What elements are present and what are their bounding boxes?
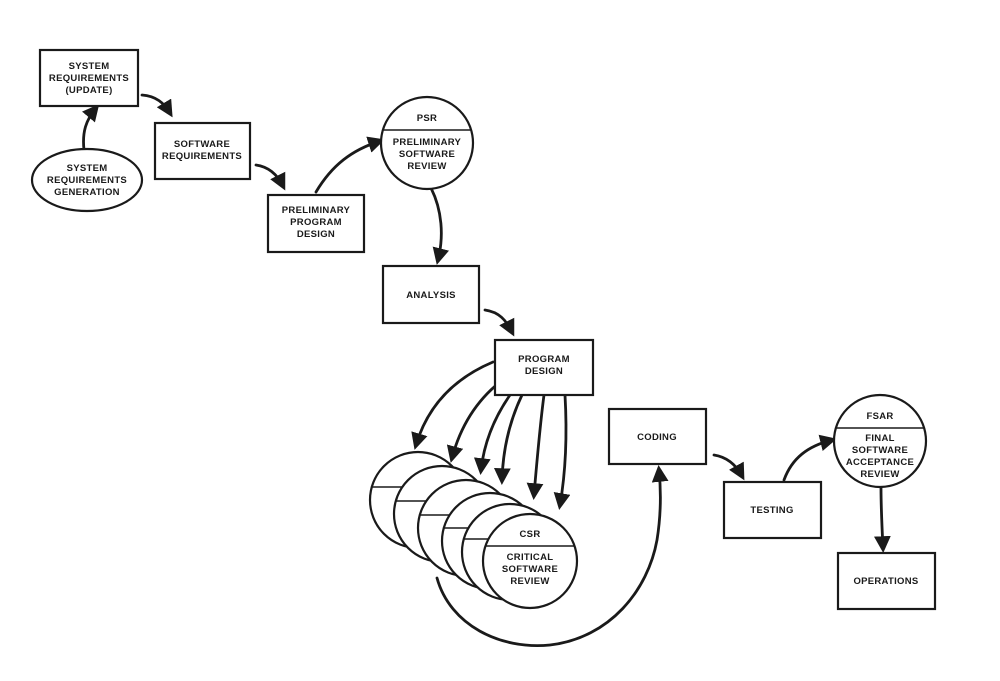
svg-text:GENERATION: GENERATION	[54, 187, 120, 198]
svg-text:SOFTWARE: SOFTWARE	[399, 149, 455, 160]
arrow-program-design-to-review-2	[446, 380, 502, 463]
svg-text:REQUIREMENTS: REQUIREMENTS	[49, 73, 129, 84]
program-design-box: PROGRAM DESIGN	[493, 338, 595, 397]
svg-text:PROGRAM: PROGRAM	[290, 217, 342, 228]
psr-review-circle: PSR PRELIMINARY SOFTWARE REVIEW	[379, 95, 475, 191]
coding-label: CODING	[637, 432, 677, 443]
testing-box: TESTING	[722, 480, 823, 540]
fsar-abbreviation: FSAR	[866, 411, 893, 422]
analysis-box: ANALYSIS	[381, 264, 481, 325]
csr-label: CRITICAL	[507, 552, 554, 563]
analysis-label: ANALYSIS	[406, 290, 456, 301]
arrow-software-requirements-to-preliminary-design	[254, 163, 286, 191]
psr-abbreviation: PSR	[417, 113, 437, 124]
software-requirements-label: SOFTWARE	[174, 139, 230, 150]
svg-text:REQUIREMENTS: REQUIREMENTS	[162, 151, 242, 162]
svg-text:REVIEW: REVIEW	[407, 161, 446, 172]
svg-text:REQUIREMENTS: REQUIREMENTS	[47, 175, 127, 186]
program-design-label: PROGRAM	[518, 354, 570, 365]
review-circle-stack: CSR CRITICAL SOFTWARE REVIEW	[368, 450, 579, 610]
fsar-review-circle: FSAR FINAL SOFTWARE ACCEPTANCE REVIEW	[832, 393, 928, 489]
coding-box: CODING	[607, 407, 708, 466]
svg-text:REVIEW: REVIEW	[510, 576, 549, 587]
arrow-preliminary-design-to-psr	[314, 136, 385, 194]
svg-text:SOFTWARE: SOFTWARE	[852, 445, 908, 456]
testing-label: TESTING	[750, 505, 793, 516]
arrow-generation-to-update	[82, 104, 100, 152]
system-requirements-generation-ellipse: SYSTEM REQUIREMENTS GENERATION	[30, 147, 144, 213]
arrow-update-to-software-requirements	[140, 93, 173, 118]
preliminary-program-design-label: PRELIMINARY	[282, 205, 351, 216]
svg-text:REVIEW: REVIEW	[860, 469, 899, 480]
arrow-program-design-to-review-1	[411, 360, 495, 450]
arrow-fsar-to-operations	[874, 486, 891, 554]
arrow-program-design-to-review-4	[493, 393, 524, 486]
svg-text:DESIGN: DESIGN	[297, 229, 335, 240]
arrow-program-design-to-review-5	[526, 393, 546, 501]
arrow-reviews-to-coding	[435, 464, 669, 648]
system-requirements-generation-label: SYSTEM	[67, 163, 108, 174]
arrow-program-design-to-review-3	[473, 393, 512, 476]
svg-text:(UPDATE): (UPDATE)	[65, 85, 112, 96]
arrow-coding-to-testing	[712, 453, 745, 481]
csr-review-circle: CSR CRITICAL SOFTWARE REVIEW	[481, 512, 579, 610]
arrow-testing-to-fsar	[782, 434, 837, 482]
system-requirements-update-label: SYSTEM	[69, 61, 110, 72]
svg-text:DESIGN: DESIGN	[525, 366, 563, 377]
operations-label: OPERATIONS	[853, 576, 918, 587]
arrow-analysis-to-program-design	[483, 308, 515, 337]
svg-text:SOFTWARE: SOFTWARE	[502, 564, 558, 575]
csr-abbreviation: CSR	[520, 529, 541, 540]
fsar-label: FINAL	[865, 433, 894, 444]
preliminary-program-design-box: PRELIMINARY PROGRAM DESIGN	[266, 193, 366, 254]
operations-box: OPERATIONS	[836, 551, 937, 611]
psr-label: PRELIMINARY	[393, 137, 462, 148]
system-requirements-update-box: SYSTEM REQUIREMENTS (UPDATE)	[38, 48, 140, 108]
arrow-program-design-to-review-6	[553, 393, 571, 510]
svg-text:ACCEPTANCE: ACCEPTANCE	[846, 457, 914, 468]
arrow-psr-to-analysis	[429, 186, 449, 265]
software-requirements-box: SOFTWARE REQUIREMENTS	[153, 121, 252, 181]
